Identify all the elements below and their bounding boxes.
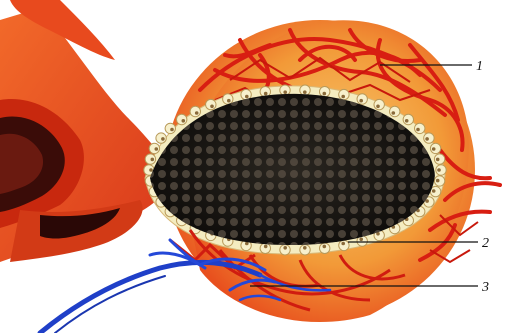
cell-nucleus bbox=[245, 95, 249, 99]
cell-nucleus bbox=[436, 179, 440, 183]
cell-nucleus bbox=[149, 168, 153, 172]
cell-nucleus bbox=[405, 119, 409, 123]
cell-nucleus bbox=[436, 158, 440, 162]
epithelial-cell bbox=[149, 143, 159, 153]
duct-vessel bbox=[0, 0, 175, 262]
epithelial-cell bbox=[390, 106, 400, 116]
cell-nucleus bbox=[283, 246, 287, 250]
cell-nucleus bbox=[341, 242, 345, 246]
label-2-text: 2 bbox=[482, 236, 489, 251]
epithelial-cell bbox=[357, 94, 367, 104]
cell-nucleus bbox=[303, 246, 307, 250]
cell-nucleus bbox=[432, 189, 436, 193]
cell-nucleus bbox=[432, 147, 436, 151]
epithelial-cell bbox=[415, 123, 425, 133]
epithelial-cell bbox=[339, 89, 349, 99]
cell-nucleus bbox=[283, 90, 287, 94]
epithelial-cell bbox=[339, 240, 349, 250]
cell-nucleus bbox=[341, 95, 345, 99]
epithelial-cell bbox=[374, 99, 384, 109]
cell-nucleus bbox=[182, 119, 186, 123]
cell-nucleus bbox=[323, 245, 327, 249]
epithelial-cell bbox=[403, 114, 413, 124]
cell-nucleus bbox=[303, 90, 307, 94]
epithelial-cell bbox=[430, 143, 440, 153]
cell-nucleus bbox=[323, 92, 327, 96]
epithelial-cell bbox=[177, 114, 187, 124]
cell-nucleus bbox=[437, 168, 441, 172]
cell-nucleus bbox=[392, 111, 396, 115]
cell-nucleus bbox=[264, 245, 268, 249]
cell-nucleus bbox=[151, 158, 155, 162]
cell-nucleus bbox=[425, 137, 429, 141]
label-3-text: 3 bbox=[481, 280, 489, 295]
cell-nucleus bbox=[210, 105, 214, 109]
cell-nucleus bbox=[264, 92, 268, 96]
cell-nucleus bbox=[161, 137, 165, 141]
cell-nucleus bbox=[195, 111, 199, 115]
cell-nucleus bbox=[155, 147, 159, 151]
epithelial-cell bbox=[424, 133, 434, 143]
cell-nucleus bbox=[170, 128, 174, 132]
cell-nucleus bbox=[227, 99, 231, 103]
cell-nucleus bbox=[376, 105, 380, 109]
epithelial-cell bbox=[223, 94, 233, 104]
cell-nucleus bbox=[359, 238, 363, 242]
epithelial-cell bbox=[206, 99, 216, 109]
epithelial-cell bbox=[165, 123, 175, 133]
epithelial-cell bbox=[190, 106, 200, 116]
cell-nucleus bbox=[359, 99, 363, 103]
cell-nucleus bbox=[416, 128, 420, 132]
label-1-text: 1 bbox=[476, 59, 483, 74]
epithelial-cell bbox=[156, 133, 166, 143]
